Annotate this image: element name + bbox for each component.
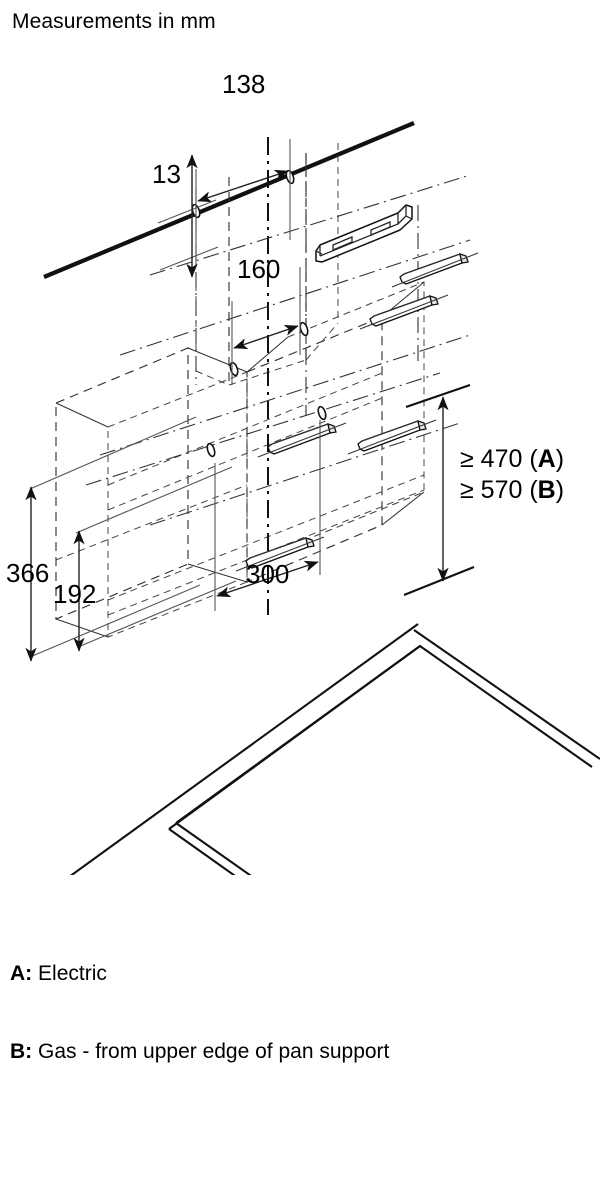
page-title: Measurements in mm (12, 10, 216, 33)
dimension-label-height-b: ≥ 570 (B) (460, 476, 564, 504)
dimension-366: 366 (6, 416, 201, 662)
wall-mounting-rail (315, 204, 413, 263)
dimension-label-height-a: ≥ 470 (A) (460, 445, 564, 473)
legend-item-b: B: Gas - from upper edge of pan support (10, 1040, 389, 1064)
legend-key-a: A: (10, 962, 33, 985)
dimension-label-138: 138 (222, 69, 265, 99)
drill-hole-markers (191, 169, 327, 458)
height-a-key: A (538, 445, 556, 473)
mounting-screws (235, 252, 479, 572)
legend-item-a: A: Electric (10, 962, 107, 986)
dimension-label-160: 160 (237, 254, 280, 284)
screw (391, 252, 479, 288)
legend-text-a: Electric (38, 962, 107, 985)
screw (347, 419, 437, 455)
height-b-prefix: ≥ 570 ( (460, 476, 538, 504)
dimension-label-300: 300 (246, 559, 289, 589)
dimension-label-366: 366 (6, 558, 49, 588)
centre-and-axis-lines (85, 137, 471, 615)
screw (359, 294, 449, 330)
dimension-label-192: 192 (53, 579, 96, 609)
hood-body-hidden-outline (55, 143, 425, 638)
dimension-height-clearance: ≥ 470 (A) ≥ 570 (B) (403, 384, 564, 596)
legend-key-b: B: (10, 1040, 33, 1063)
height-a-suffix: ) (556, 445, 564, 473)
height-b-suffix: ) (556, 476, 564, 504)
dimension-138: 138 (195, 69, 291, 267)
height-a-prefix: ≥ 470 ( (460, 445, 538, 473)
dimension-192: 192 (53, 466, 237, 652)
legend-text-b: Gas - from upper edge of pan support (38, 1040, 390, 1063)
dimension-160: 160 (231, 254, 301, 385)
dimension-13: 13 (152, 154, 219, 278)
dimension-300: 300 (214, 420, 321, 611)
screw (257, 422, 347, 458)
hob-outline (69, 623, 600, 875)
dimension-label-13: 13 (152, 159, 181, 189)
height-b-key: B (538, 476, 556, 504)
cooker-hood-mounting-diagram: 138 13 160 366 192 (6, 69, 600, 875)
